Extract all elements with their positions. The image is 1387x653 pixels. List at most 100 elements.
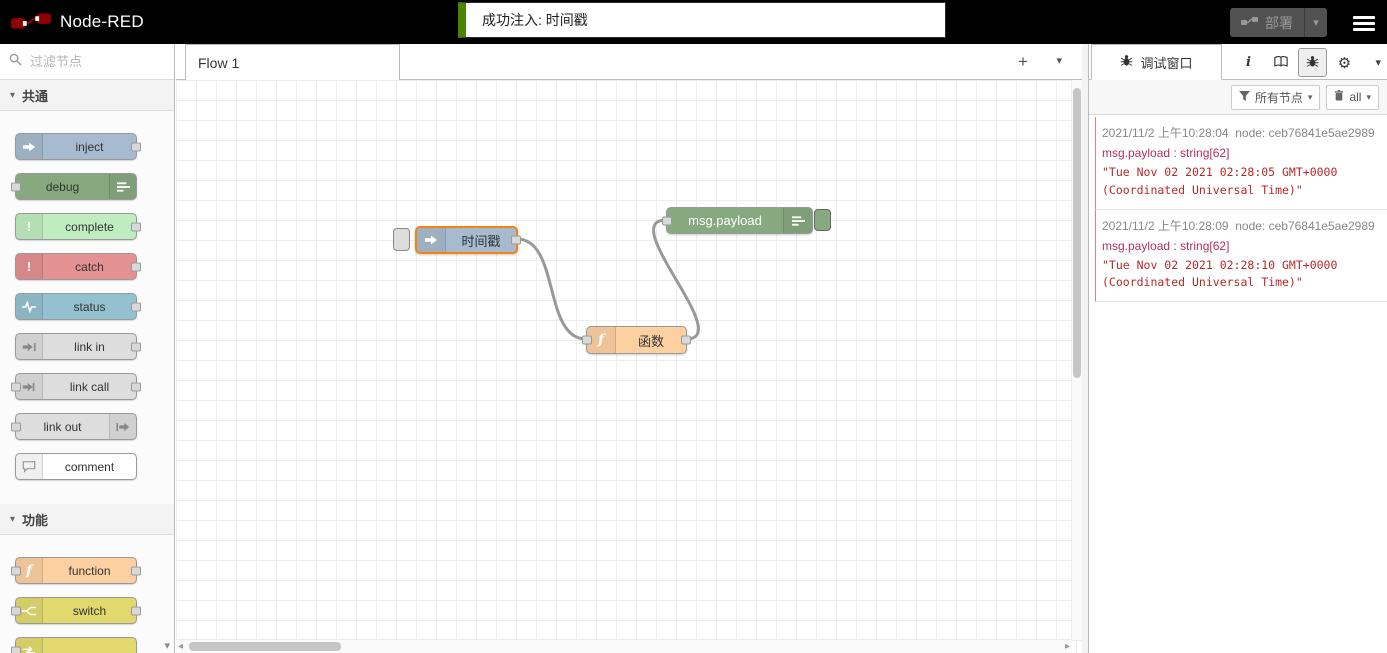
node-icon <box>16 638 43 653</box>
trash-icon <box>1334 90 1344 104</box>
palette-node-catch[interactable]: ! catch <box>15 253 141 280</box>
sidebar-tabbar: 调试窗口 i <box>1089 44 1387 80</box>
palette-scroll-down-icon[interactable]: ▾ <box>164 640 170 652</box>
wire-inject-to-function[interactable] <box>515 237 588 341</box>
debug-enable-toggle[interactable] <box>814 209 831 231</box>
output-port[interactable] <box>131 262 141 271</box>
complete-icon: ! <box>16 214 43 239</box>
palette-search <box>0 44 174 80</box>
palette-node-debug[interactable]: debug <box>11 173 137 200</box>
debug-toolbar: 所有节点 ▾ all ▾ <box>1089 80 1387 115</box>
output-port[interactable] <box>131 142 141 151</box>
deploy-button[interactable]: 部署 ▾ <box>1230 8 1327 37</box>
canvas-node-function[interactable]: f 函数 <box>582 326 691 354</box>
debug-message-property[interactable]: msg.payload : string[62] <box>1102 146 1230 160</box>
palette-category-common[interactable]: ▾ 共通 <box>0 80 174 111</box>
input-port[interactable] <box>11 182 21 191</box>
inject-trigger-button[interactable] <box>393 228 410 251</box>
chevron-down-icon: ▾ <box>10 513 16 525</box>
flow-tabbar: Flow 1 + ▾ <box>176 44 1082 80</box>
scroll-right-icon[interactable]: ▸ <box>1064 641 1070 652</box>
output-port[interactable] <box>131 222 141 231</box>
sidebar-splitter[interactable] <box>1082 44 1088 653</box>
wire-function-to-debug[interactable] <box>652 218 700 341</box>
header: Node-RED 成功注入: 时间戳 部署 ▾ <box>0 0 1387 44</box>
canvas-node-inject[interactable]: 时间戳 <box>415 226 521 254</box>
input-port[interactable] <box>11 422 21 431</box>
palette-node-switch[interactable]: switch <box>11 597 141 624</box>
filter-icon <box>1238 90 1250 104</box>
debug-list-icon <box>783 208 812 233</box>
bug-icon <box>1306 55 1319 71</box>
horizontal-scroll-thumb[interactable] <box>189 642 341 651</box>
palette-node-status[interactable]: status <box>15 293 141 320</box>
node-palette: ▾ 共通 inject debug ! complete <box>0 44 175 653</box>
palette-node-partial[interactable] <box>0 637 174 653</box>
palette-search-input[interactable] <box>28 53 157 70</box>
palette-node-link-in[interactable]: link in <box>15 333 141 360</box>
input-port[interactable] <box>11 606 21 615</box>
deploy-label: 部署 <box>1265 14 1293 31</box>
workspace: Flow 1 + ▾ 时间戳 f 函数 <box>176 44 1082 653</box>
input-port[interactable] <box>11 646 21 653</box>
palette-node-complete[interactable]: ! complete <box>15 213 141 240</box>
output-port[interactable] <box>681 335 691 345</box>
tab-debug-window[interactable]: 调试窗口 <box>1091 44 1222 80</box>
output-port[interactable] <box>131 342 141 351</box>
debug-message-meta: 2021/11/2 上午10:28:09 node: ceb76841e5ae2… <box>1102 218 1375 233</box>
output-port[interactable] <box>131 302 141 311</box>
inject-icon <box>16 134 43 159</box>
output-port[interactable] <box>511 235 521 245</box>
debug-button[interactable] <box>1298 48 1327 77</box>
output-port[interactable] <box>131 382 141 391</box>
function-icon: f <box>587 327 616 353</box>
gear-icon: ⚙ <box>1337 54 1352 72</box>
chevron-down-icon: ▾ <box>1366 91 1371 102</box>
app-title: Node-RED <box>60 12 144 31</box>
main-menu-button[interactable] <box>1353 13 1375 34</box>
comment-icon <box>16 454 43 479</box>
flow-list-caret[interactable]: ▾ <box>1056 55 1062 67</box>
deploy-icon <box>1241 15 1258 31</box>
info-icon: i <box>1246 55 1251 70</box>
palette-node-function[interactable]: f function <box>11 557 141 584</box>
config-nodes-button[interactable]: ⚙ <box>1330 48 1359 77</box>
help-button[interactable] <box>1266 48 1295 77</box>
input-port[interactable] <box>662 216 672 225</box>
debug-clear-button[interactable]: all ▾ <box>1326 84 1379 110</box>
palette-node-inject[interactable]: inject <box>15 133 141 160</box>
palette-category-common-nodes: inject debug ! complete ! catch <box>0 111 174 504</box>
debug-message[interactable]: 2021/11/2 上午10:28:09 node: ceb76841e5ae2… <box>1095 209 1387 303</box>
debug-message[interactable]: 2021/11/2 上午10:28:04 node: ceb76841e5ae2… <box>1095 117 1387 210</box>
input-port[interactable] <box>582 335 592 345</box>
palette-node-link-out[interactable]: link out <box>11 413 137 440</box>
palette-category-function[interactable]: ▾ 功能 <box>0 504 174 535</box>
deploy-options-caret[interactable]: ▾ <box>1304 8 1327 37</box>
vertical-scroll-thumb[interactable] <box>1073 88 1081 378</box>
link-out-icon <box>109 414 136 439</box>
canvas-horizontal-scrollbar: ◂ ▸ <box>176 639 1072 653</box>
info-button[interactable]: i <box>1234 48 1263 77</box>
palette-node-partial-body[interactable] <box>11 637 137 653</box>
chevron-down-icon: ▾ <box>1307 91 1313 102</box>
output-port[interactable] <box>131 566 141 575</box>
inject-icon <box>417 228 446 252</box>
output-port[interactable] <box>131 606 141 615</box>
canvas-node-debug[interactable]: msg.payload <box>662 207 813 234</box>
link-in-icon <box>16 334 43 359</box>
flow-canvas[interactable]: 时间戳 f 函数 msg.payload ◂ <box>176 80 1082 653</box>
debug-message-meta: 2021/11/2 上午10:28:04 node: ceb76841e5ae2… <box>1102 126 1375 140</box>
debug-message-property[interactable]: msg.payload : string[62] <box>1102 238 1230 253</box>
palette-category-function-nodes: f function switch <box>0 535 174 653</box>
scroll-left-icon[interactable]: ◂ <box>178 641 184 652</box>
tab-flow-1[interactable]: Flow 1 <box>185 44 400 80</box>
node-red-logo-icon <box>10 9 52 35</box>
palette-node-link-call[interactable]: link call <box>11 373 141 400</box>
input-port[interactable] <box>11 566 21 575</box>
add-flow-button[interactable]: + <box>1018 52 1028 71</box>
input-port[interactable] <box>11 382 21 391</box>
palette-node-comment[interactable]: comment <box>15 453 137 480</box>
sidebar-menu-caret[interactable]: ▾ <box>1375 57 1381 69</box>
debug-filter-button[interactable]: 所有节点 ▾ <box>1230 84 1321 110</box>
